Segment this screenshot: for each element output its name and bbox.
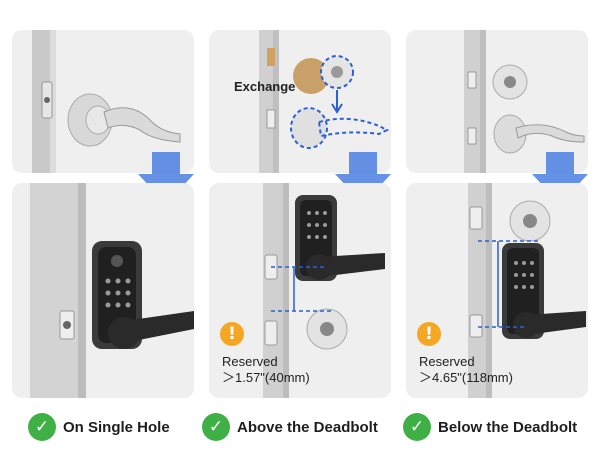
reserved-label: Reserved xyxy=(222,354,278,369)
panel-above-deadbolt-before xyxy=(209,30,391,173)
panel-below-deadbolt-before xyxy=(406,30,588,173)
smart-lock-above-deadbolt-image xyxy=(263,183,385,398)
caption-single-hole: ✓ On Single Hole xyxy=(28,410,170,444)
panel-single-hole-before xyxy=(12,30,194,173)
exclamation-icon: ! xyxy=(220,322,244,346)
check-circle-icon: ✓ xyxy=(202,413,230,441)
reserved-distance: ＞4.65"(118mm) xyxy=(419,370,513,385)
caption-label: On Single Hole xyxy=(63,418,170,436)
caption-above-deadbolt: ✓ Above the Deadbolt xyxy=(202,410,378,444)
arrow-down-icon xyxy=(138,152,194,209)
exchange-image xyxy=(259,30,390,173)
arrow-down-icon xyxy=(532,152,588,209)
reserved-label: Reserved xyxy=(419,354,475,369)
caption-below-deadbolt: ✓ Below the Deadbolt xyxy=(403,410,577,444)
smart-lock-image xyxy=(30,183,194,398)
check-circle-icon: ✓ xyxy=(28,413,56,441)
check-circle-icon: ✓ xyxy=(403,413,431,441)
panel-below-deadbolt-after xyxy=(406,183,588,398)
lever-handle-image xyxy=(32,30,181,173)
caption-label: Below the Deadbolt xyxy=(438,418,578,436)
arrow-down-icon xyxy=(335,152,391,209)
reserved-distance: ＞1.57"(40mm) xyxy=(222,370,310,385)
caption-label: Above the Deadbolt xyxy=(237,418,378,436)
panel-single-hole-after xyxy=(12,183,194,398)
panel-above-deadbolt-after xyxy=(209,183,391,398)
reserved-note-below: Reserved ＞4.65"(118mm) xyxy=(419,354,513,386)
smart-lock-below-deadbolt-image xyxy=(468,183,586,398)
exchange-label: Exchange xyxy=(234,79,296,94)
exclamation-icon: ! xyxy=(417,322,441,346)
reserved-note-above: Reserved ＞1.57"(40mm) xyxy=(222,354,310,386)
deadbolt-and-lever-image xyxy=(464,30,585,173)
